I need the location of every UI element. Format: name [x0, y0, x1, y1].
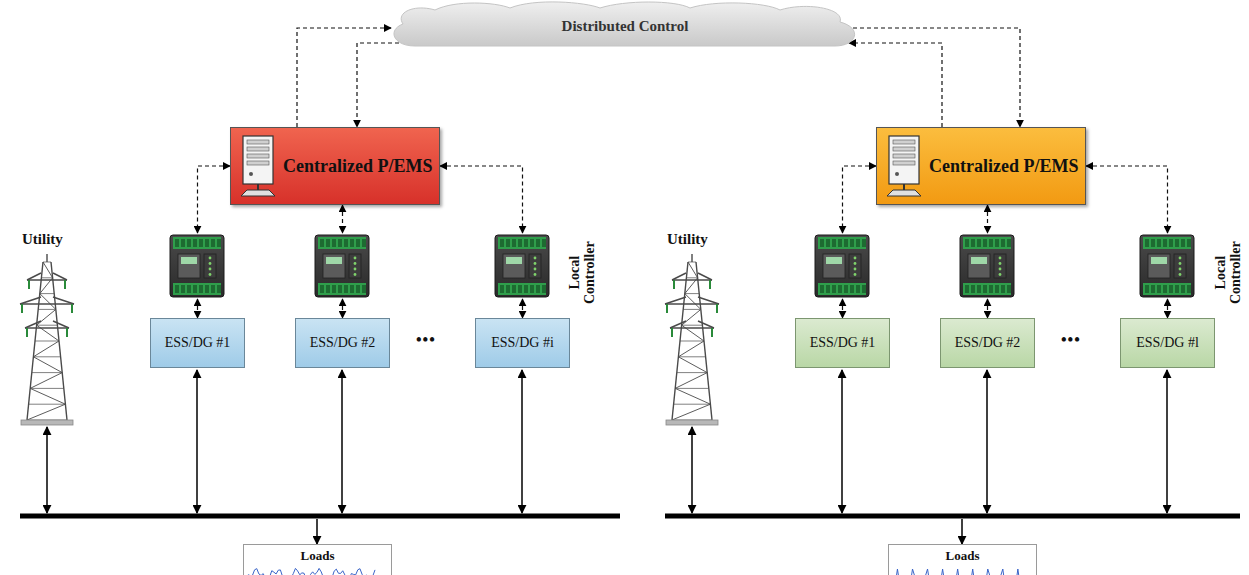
- load-feed-arrow: [316, 519, 318, 544]
- local-controller-icon: [960, 235, 1014, 297]
- local-controller-icon: [495, 235, 549, 297]
- utility-connection-arrow: [691, 427, 693, 513]
- management-box: Centralized P/EMS: [230, 127, 440, 205]
- bus-connection-arrow: [986, 370, 988, 513]
- node-text: Distributed Control: [562, 18, 689, 35]
- server-icon: [239, 134, 279, 198]
- load-profile-box: Loads: [243, 544, 392, 575]
- dashed-connector: [849, 43, 942, 127]
- local-controller-icon: [815, 235, 869, 297]
- local-controller-icon: [170, 235, 224, 297]
- node-text: ESS/DG #1: [810, 335, 876, 351]
- ellipsis-mark: •••: [416, 331, 436, 349]
- resource-box: ESS/DG #2: [940, 318, 1035, 368]
- bus-connection-arrow: [521, 370, 523, 513]
- resource-box: ESS/DG #1: [150, 318, 245, 368]
- transmission-tower-icon: [20, 254, 74, 425]
- bus-connection-arrow: [1166, 370, 1168, 513]
- node-text: ESS/DG #2: [955, 335, 1021, 351]
- utility-label: Utility: [667, 231, 708, 248]
- resource-box: ESS/DG #l: [1120, 318, 1215, 368]
- dashed-connector: [357, 43, 399, 127]
- bus-connection-arrow: [841, 370, 843, 513]
- dashed-connector: [987, 205, 988, 318]
- bus-connection-arrow: [341, 370, 343, 513]
- dashed-connector: [342, 205, 343, 318]
- resource-box: ESS/DG #2: [295, 318, 390, 368]
- node-text: ESS/DG #1: [165, 335, 231, 351]
- controller-label: Local Controller: [568, 234, 597, 312]
- controller-label: Local Controller: [1214, 234, 1243, 312]
- node-text: ESS/DG #i: [491, 335, 554, 351]
- node-text: Centralized P/EMS: [929, 156, 1078, 177]
- utility-connection-arrow: [46, 427, 48, 513]
- node-text: Loads: [889, 548, 1036, 564]
- local-controller-icon: [315, 235, 369, 297]
- bus-connection-arrow: [196, 370, 198, 513]
- dashed-connector: [853, 28, 1020, 127]
- local-controller-icon: [1140, 235, 1194, 297]
- node-text: Loads: [244, 548, 391, 564]
- dashed-connector: [440, 166, 523, 318]
- utility-label: Utility: [22, 231, 63, 248]
- server-icon: [885, 134, 925, 198]
- load-feed-arrow: [961, 519, 963, 544]
- dashed-connector: [198, 166, 231, 318]
- management-box: Centralized P/EMS: [876, 127, 1086, 205]
- dashed-connector: [1086, 166, 1168, 318]
- ellipsis-mark: •••: [1061, 331, 1081, 349]
- power-bus: [20, 516, 1240, 517]
- node-text: ESS/DG #l: [1136, 335, 1199, 351]
- transmission-tower-icon: [665, 254, 719, 425]
- resource-box: ESS/DG #1: [795, 318, 890, 368]
- dashed-connector: [843, 166, 877, 318]
- cloud-shape: Distributed Control: [385, 0, 865, 52]
- load-profile-box: Loads: [888, 544, 1037, 575]
- node-text: ESS/DG #2: [310, 335, 376, 351]
- node-text: Centralized P/EMS: [283, 156, 432, 177]
- resource-box: ESS/DG #i: [475, 318, 570, 368]
